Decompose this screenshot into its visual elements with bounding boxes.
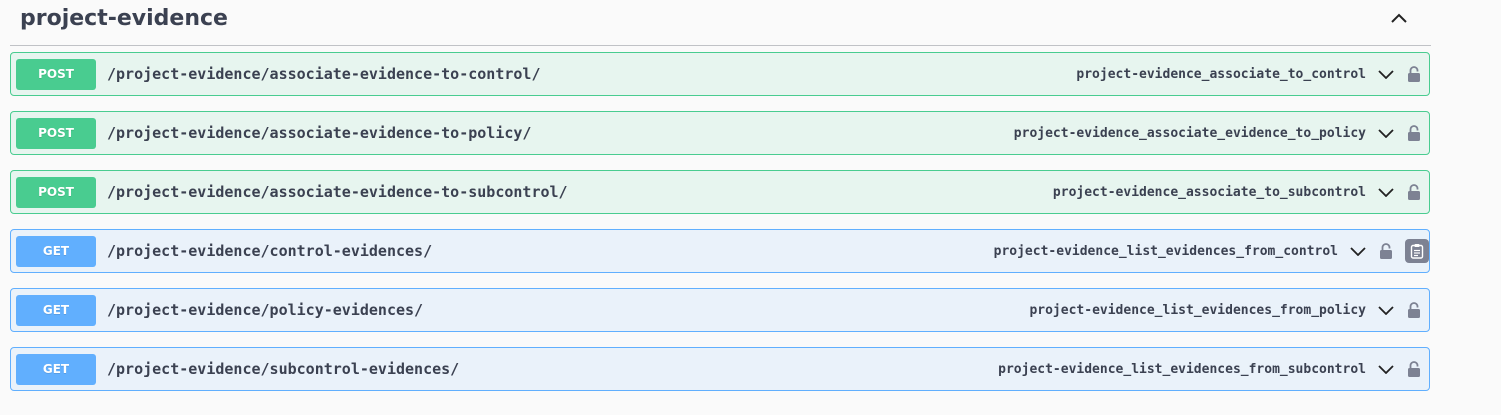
section-title: project-evidence — [20, 6, 228, 31]
method-badge: GET — [16, 353, 96, 385]
operation-row[interactable]: POST /project-evidence/associate-evidenc… — [10, 111, 1430, 155]
tag-header[interactable]: project-evidence — [10, 0, 1431, 46]
operation-path[interactable]: /project-evidence/associate-evidence-to-… — [107, 65, 541, 83]
chevron-down-icon[interactable] — [1376, 300, 1396, 320]
operation-row[interactable]: GET /project-evidence/subcontrol-evidenc… — [10, 347, 1430, 391]
tag-section: project-evidence POST /project-evidence/… — [10, 0, 1431, 391]
method-badge: GET — [16, 235, 96, 267]
operation-row[interactable]: POST /project-evidence/associate-evidenc… — [10, 52, 1430, 96]
operation-id: project-evidence_list_evidences_from_pol… — [1029, 302, 1366, 318]
lock-icon[interactable] — [1405, 123, 1423, 143]
operation-path[interactable]: /project-evidence/policy-evidences/ — [107, 301, 424, 319]
lock-icon[interactable] — [1377, 241, 1395, 261]
operation-path[interactable]: /project-evidence/associate-evidence-to-… — [107, 124, 532, 142]
operation-id: project-evidence_associate_to_control — [1076, 66, 1366, 82]
method-badge: POST — [16, 117, 96, 149]
method-badge: POST — [16, 58, 96, 90]
chevron-down-icon[interactable] — [1348, 241, 1368, 261]
lock-icon[interactable] — [1405, 359, 1423, 379]
clipboard-icon — [1410, 244, 1424, 259]
operation-id: project-evidence_associate_evidence_to_p… — [1013, 125, 1366, 141]
method-badge: POST — [16, 176, 96, 208]
method-badge: GET — [16, 294, 96, 326]
copy-to-clipboard-button[interactable] — [1405, 239, 1429, 263]
chevron-up-icon[interactable] — [1387, 6, 1411, 30]
operation-id: project-evidence_associate_to_subcontrol — [1052, 184, 1366, 200]
operation-path[interactable]: /project-evidence/associate-evidence-to-… — [107, 183, 568, 201]
operation-id: project-evidence_list_evidences_from_con… — [993, 243, 1338, 259]
chevron-down-icon[interactable] — [1376, 123, 1396, 143]
operations-list: POST /project-evidence/associate-evidenc… — [10, 52, 1430, 406]
lock-icon[interactable] — [1405, 300, 1423, 320]
lock-icon[interactable] — [1405, 182, 1423, 202]
operation-path[interactable]: /project-evidence/subcontrol-evidences/ — [107, 360, 460, 378]
operation-path[interactable]: /project-evidence/control-evidences/ — [107, 242, 433, 260]
operation-row[interactable]: GET /project-evidence/control-evidences/… — [10, 229, 1430, 273]
operation-row[interactable]: POST /project-evidence/associate-evidenc… — [10, 170, 1430, 214]
lock-icon[interactable] — [1405, 64, 1423, 84]
chevron-down-icon[interactable] — [1376, 359, 1396, 379]
chevron-down-icon[interactable] — [1376, 182, 1396, 202]
operation-id: project-evidence_list_evidences_from_sub… — [998, 361, 1366, 377]
chevron-down-icon[interactable] — [1376, 64, 1396, 84]
operation-row[interactable]: GET /project-evidence/policy-evidences/ … — [10, 288, 1430, 332]
